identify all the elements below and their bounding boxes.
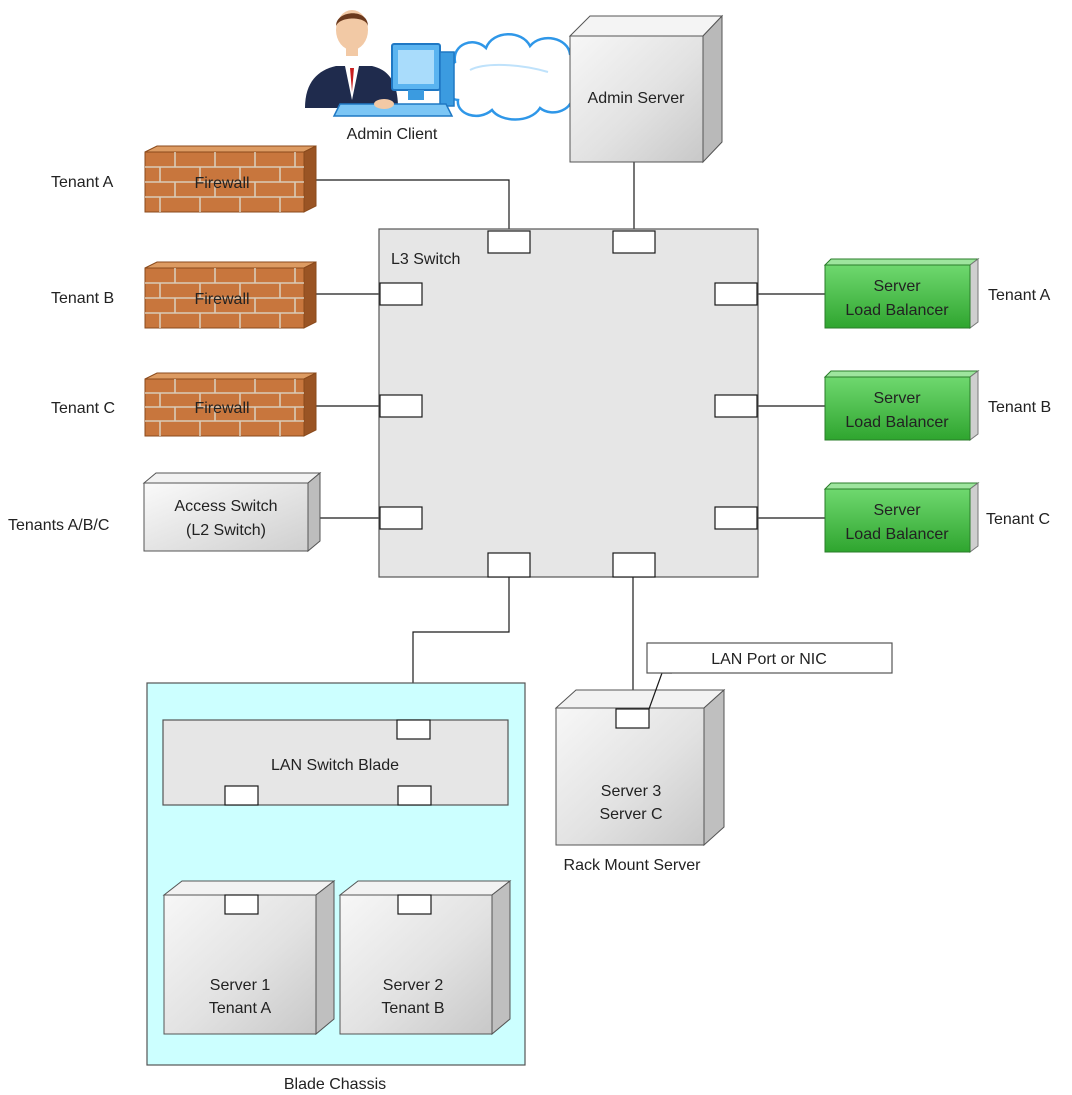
rack-server-caption: Rack Mount Server: [564, 857, 702, 874]
admin-client-label: Admin Client: [347, 126, 438, 143]
lan-switch-blade-label: LAN Switch Blade: [271, 757, 399, 774]
rack-mount-server: Server 3 Server C Rack Mount Server: [554, 688, 726, 874]
blade-uplink-port: [396, 719, 431, 740]
port-top-left: [487, 230, 531, 254]
port-left-1: [379, 282, 423, 306]
load-balancer-tenant-b: Server Load Balancer Tenant B: [823, 370, 1051, 441]
link-firewall-a: [314, 179, 510, 231]
load-balancer-label: Server: [873, 278, 921, 295]
rack-server-sublabel: Server C: [599, 806, 662, 823]
server-port: [397, 894, 432, 915]
load-balancer-sublabel: Load Balancer: [845, 302, 949, 319]
rack-server-label: Server 3: [601, 783, 662, 800]
blade-port-1: [224, 785, 259, 806]
server-label: Server 1: [210, 977, 271, 994]
server-label: Server 2: [383, 977, 444, 994]
access-switch: Tenants A/B/C Access Switch (L2 Switch): [8, 471, 322, 553]
server-tenant-label: Tenant A: [209, 1000, 272, 1017]
access-switch-sublabel: (L2 Switch): [186, 522, 266, 539]
load-balancer-sublabel: Load Balancer: [845, 526, 949, 543]
load-balancer-tenant-label: Tenant A: [988, 287, 1051, 304]
l3-switch-ports: [379, 230, 758, 578]
blade-chassis-label: Blade Chassis: [284, 1076, 386, 1093]
blade-chassis: LAN Switch Blade Server 1 Tenant A Serve…: [146, 682, 526, 1093]
port-left-3: [379, 506, 423, 530]
load-balancer-label: Server: [873, 502, 921, 519]
blade-server-2: Server 2 Tenant B: [338, 879, 512, 1036]
blade-port-2: [397, 785, 432, 806]
firewall-label: Firewall: [194, 400, 249, 417]
firewall-tenant-c: Tenant C Firewall: [51, 372, 317, 437]
port-bottom-left: [487, 552, 531, 578]
callout-label: LAN Port or NIC: [711, 651, 827, 668]
load-balancer-sublabel: Load Balancer: [845, 414, 949, 431]
admin-client: Admin Client: [305, 10, 585, 143]
access-switch-tenant-label: Tenants A/B/C: [8, 517, 109, 534]
firewall-label: Firewall: [194, 291, 249, 308]
l3-switch-label: L3 Switch: [391, 251, 460, 268]
admin-server: Admin Server: [568, 14, 724, 164]
blade-server-1: Server 1 Tenant A: [162, 879, 336, 1036]
admin-person-icon: [305, 10, 398, 108]
load-balancer-tenant-a: Server Load Balancer Tenant A: [823, 258, 1051, 329]
lan-port-callout: LAN Port or NIC: [646, 642, 893, 710]
firewall-tenant-b: Tenant B Firewall: [51, 261, 317, 329]
load-balancer-label: Server: [873, 390, 921, 407]
port-bottom-right: [612, 552, 656, 578]
firewall-tenant-label: Tenant B: [51, 290, 114, 307]
firewall-tenant-a: Tenant A Firewall: [51, 145, 317, 213]
load-balancer-tenant-label: Tenant B: [988, 399, 1051, 416]
computer-icon: [332, 43, 455, 117]
server-tenant-label: Tenant B: [381, 1000, 444, 1017]
firewall-tenant-label: Tenant A: [51, 174, 114, 191]
firewall-label: Firewall: [194, 175, 249, 192]
cloud-icon: [442, 33, 585, 121]
load-balancer-tenant-label: Tenant C: [986, 511, 1050, 528]
port-right-2: [714, 394, 758, 418]
l3-switch: L3 Switch: [378, 228, 759, 578]
port-right-1: [714, 282, 758, 306]
rack-server-port: [615, 708, 650, 729]
port-left-2: [379, 394, 423, 418]
link-blade-chassis: [412, 577, 510, 720]
load-balancer-tenant-c: Server Load Balancer Tenant C: [823, 482, 1050, 553]
access-switch-label: Access Switch: [174, 498, 277, 515]
firewall-tenant-label: Tenant C: [51, 400, 115, 417]
port-right-3: [714, 506, 758, 530]
admin-server-label: Admin Server: [588, 90, 686, 107]
port-top-right: [612, 230, 656, 254]
lan-switch-blade: LAN Switch Blade: [162, 719, 509, 806]
server-port: [224, 894, 259, 915]
